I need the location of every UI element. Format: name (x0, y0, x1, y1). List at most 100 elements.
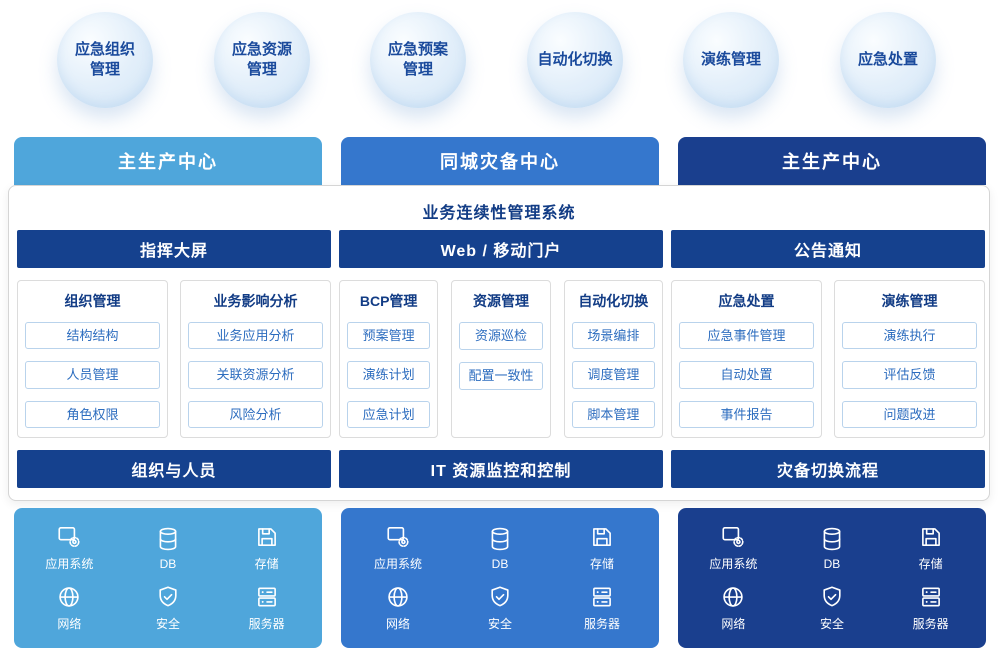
infra-item: 服务器 (249, 584, 285, 632)
infra-item: DB (819, 526, 845, 571)
card-item: 应急计划 (347, 400, 431, 428)
infra-item-label: 应用系统 (373, 557, 422, 571)
bar-announcement: 公告通知 (671, 230, 985, 268)
infra-item-label: 服务器 (912, 617, 949, 631)
server-icon (589, 584, 615, 610)
card-resource-mgmt: 资源管理 资源巡检 配置一致性 (451, 280, 551, 438)
card-item: 预案管理 (347, 322, 431, 350)
infra-item-label: 存储 (589, 557, 614, 571)
card-title: 资源管理 (472, 293, 529, 309)
shield-icon (819, 584, 845, 610)
infra-item: 安全 (819, 584, 845, 632)
infra-item: 网络 (56, 584, 82, 632)
bar-command-screen: 指挥大屏 (17, 230, 331, 268)
bubble-automated-switch: 自动化切换 (527, 12, 623, 108)
card-bcp-mgmt: BCP管理 预案管理 演练计划 应急计划 (339, 280, 439, 438)
bar-dr-switch-process: 灾备切换流程 (671, 450, 985, 488)
card-item: 资源巡检 (459, 322, 543, 350)
bubble-emergency-response: 应急处置 (840, 12, 936, 108)
card-title: BCP管理 (359, 293, 418, 309)
card-item: 人员管理 (25, 361, 160, 389)
bubble-emergency-plan-mgmt: 应急预案 管理 (370, 12, 466, 108)
card-item: 评估反馈 (842, 361, 977, 389)
card-title: 自动化切换 (578, 293, 649, 309)
infra-item-label: 网络 (721, 617, 746, 631)
cards-group-notice: 应急处置 应急事件管理 自动处置 事件报告 演练管理 演练执行 评估反馈 问题改… (671, 280, 985, 438)
cards-group-portal: BCP管理 预案管理 演练计划 应急计划 资源管理 资源巡检 配置一致性 自动化… (339, 280, 663, 438)
card-item: 调度管理 (571, 361, 655, 389)
card-automated-switch: 自动化切换 场景编排 调度管理 脚本管理 (563, 280, 663, 438)
card-drill-mgmt: 演练管理 演练执行 评估反馈 问题改进 (834, 280, 985, 438)
infra-item: 应用系统 (374, 524, 422, 572)
bar-org-and-people: 组织与人员 (17, 450, 331, 488)
card-item: 自动处置 (679, 361, 814, 389)
infra-item-label: 服务器 (248, 617, 285, 631)
infra-panel-same-city-dr: 应用系统 DB 存储 网络 安全 服务器 (341, 508, 659, 648)
card-item: 关联资源分析 (188, 361, 323, 389)
infra-item: 网络 (385, 584, 411, 632)
bubble-emergency-org-mgmt: 应急组织 管理 (57, 12, 153, 108)
card-title: 应急处置 (718, 293, 775, 309)
center-bar-primary-production: 主生产中心 (14, 137, 322, 185)
infra-item-label: 应用系统 (709, 557, 758, 571)
card-item: 风险分析 (188, 400, 323, 428)
infra-item: 服务器 (584, 584, 620, 632)
infra-panel-primary-production: 应用系统 DB 存储 网络 安全 服务器 (14, 508, 322, 648)
card-title: 演练管理 (881, 293, 938, 309)
card-item: 演练计划 (347, 361, 431, 389)
app-system-icon (56, 524, 82, 550)
infra-item-label: 安全 (819, 617, 844, 631)
infra-item: 存储 (254, 524, 280, 572)
infra-item: 存储 (918, 524, 944, 572)
card-item: 结构结构 (25, 322, 160, 350)
infra-item: 服务器 (913, 584, 949, 632)
storage-icon (254, 524, 280, 550)
network-icon (720, 584, 746, 610)
server-icon (918, 584, 944, 610)
card-title: 组织管理 (64, 293, 121, 309)
bar-it-resource-monitoring: IT 资源监控和控制 (339, 450, 663, 488)
card-item: 业务应用分析 (188, 322, 323, 350)
storage-icon (918, 524, 944, 550)
shield-icon (487, 584, 513, 610)
network-icon (56, 584, 82, 610)
storage-icon (589, 524, 615, 550)
infra-panel-primary-production-2: 应用系统 DB 存储 网络 安全 服务器 (678, 508, 986, 648)
infra-item-label: 存储 (254, 557, 279, 571)
infra-item-label: 网络 (385, 617, 410, 631)
card-item: 问题改进 (842, 400, 977, 428)
bubble-drill-mgmt: 演练管理 (683, 12, 779, 108)
infra-item: 网络 (720, 584, 746, 632)
infra-item-label: DB (823, 556, 841, 571)
system-title: 业务连续性管理系统 (422, 205, 576, 222)
bcm-system-panel: 业务连续性管理系统 指挥大屏 Web / 移动门户 公告通知 组织管理 结构结构… (8, 185, 990, 501)
card-business-impact-analysis: 业务影响分析 业务应用分析 关联资源分析 风险分析 (180, 280, 331, 438)
card-item: 演练执行 (842, 322, 977, 350)
server-icon (254, 584, 280, 610)
infra-item: 应用系统 (709, 524, 757, 572)
infra-item-label: DB (491, 556, 509, 571)
shield-icon (155, 584, 181, 610)
card-item: 配置一致性 (459, 362, 543, 390)
bubble-emergency-resource-mgmt: 应急资源 管理 (214, 12, 310, 108)
infra-item: 应用系统 (45, 524, 93, 572)
cards-group-command: 组织管理 结构结构 人员管理 角色权限 业务影响分析 业务应用分析 关联资源分析… (17, 280, 331, 438)
infra-item: 安全 (155, 584, 181, 632)
infra-item-label: 网络 (57, 617, 82, 631)
infra-item: DB (155, 526, 181, 571)
infra-item-label: 安全 (487, 617, 512, 631)
infra-item-label: 应用系统 (45, 557, 94, 571)
infra-item: DB (487, 526, 513, 571)
database-icon (487, 526, 513, 552)
center-bar-primary-production-2: 主生产中心 (678, 137, 986, 185)
infra-item: 存储 (589, 524, 615, 572)
card-item: 角色权限 (25, 400, 160, 428)
infra-item-label: 存储 (918, 557, 943, 571)
card-title: 业务影响分析 (213, 293, 298, 309)
card-item: 事件报告 (679, 400, 814, 428)
bar-web-mobile-portal: Web / 移动门户 (339, 230, 663, 268)
database-icon (155, 526, 181, 552)
infra-item: 安全 (487, 584, 513, 632)
center-bar-same-city-dr: 同城灾备中心 (341, 137, 659, 185)
